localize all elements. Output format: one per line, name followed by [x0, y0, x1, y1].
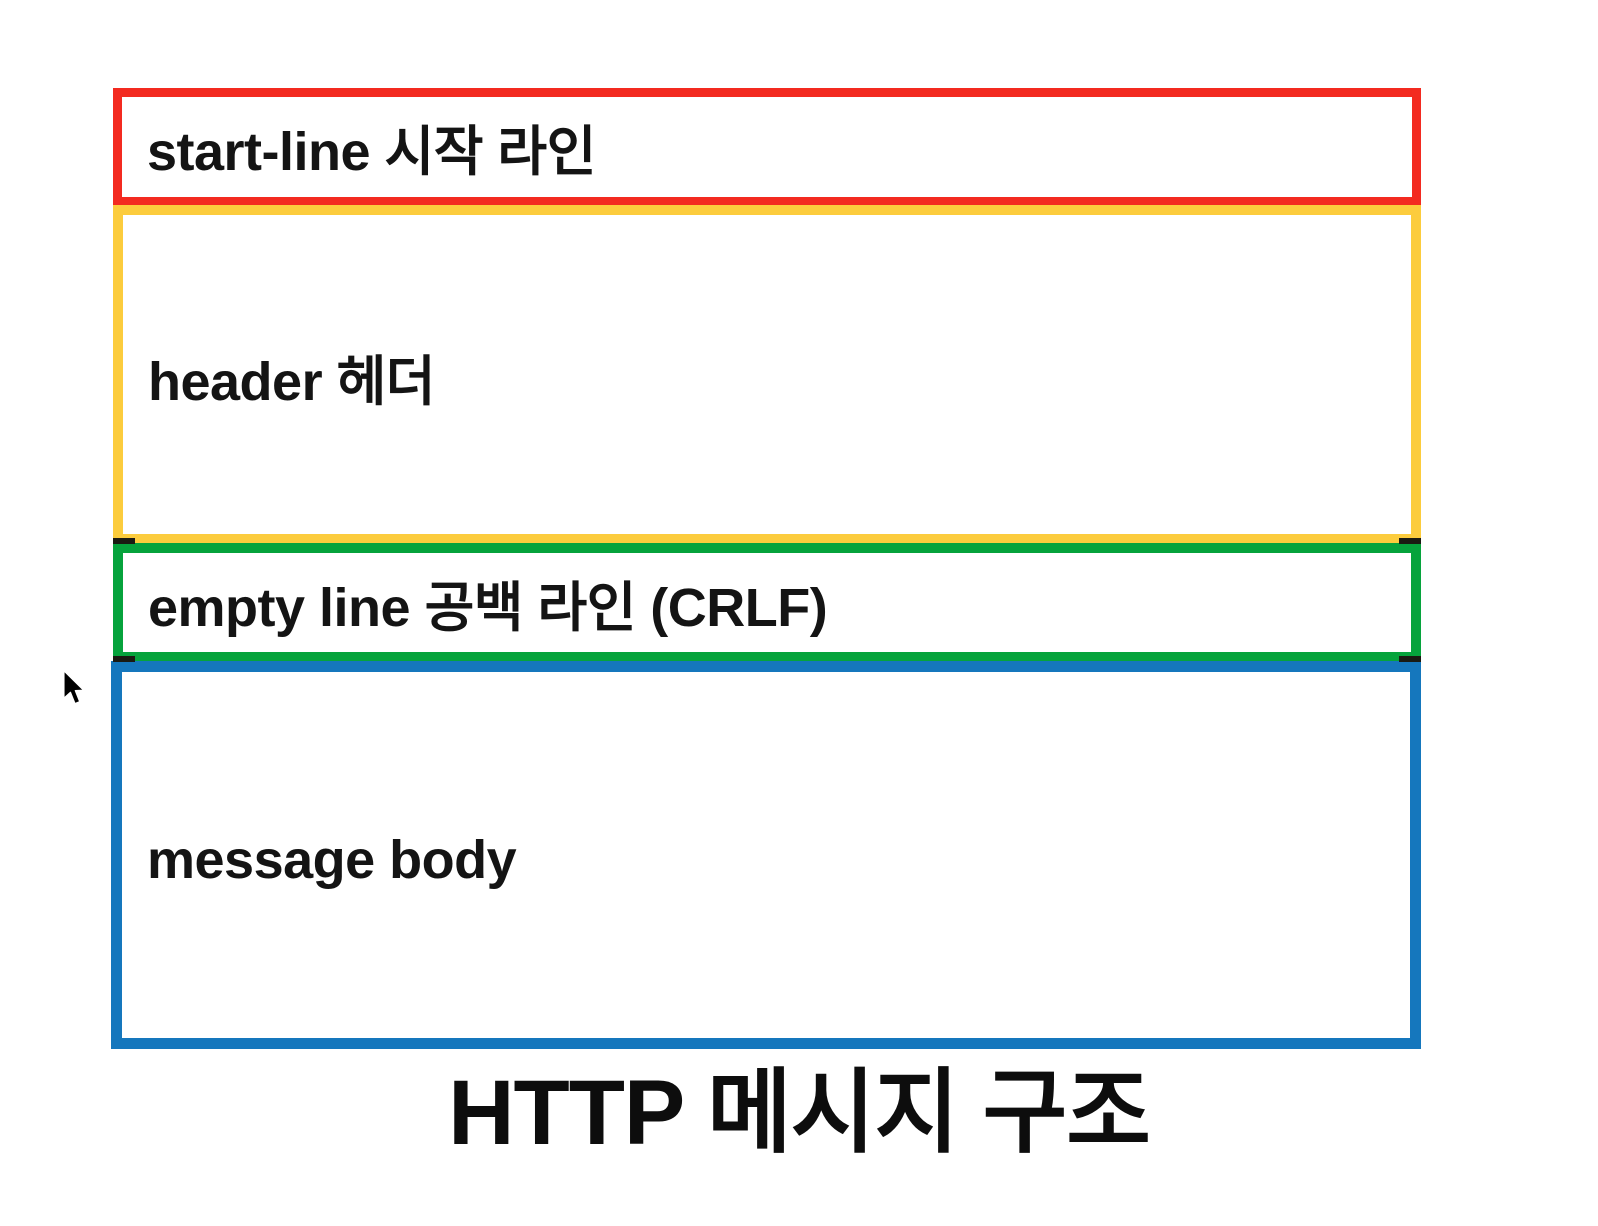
section-message-body: message body — [111, 661, 1421, 1049]
section-header-label: header 헤더 — [148, 352, 435, 412]
section-start-line-label: start-line 시작 라인 — [147, 121, 596, 182]
seam-tick-icon — [1399, 538, 1421, 544]
diagram-caption: HTTP 메시지 구조 — [448, 1062, 1151, 1164]
seam-tick-icon — [113, 656, 135, 662]
section-message-body-label: message body — [147, 829, 517, 890]
seam-tick-icon — [1399, 656, 1421, 662]
section-empty-line: empty line 공백 라인 (CRLF) — [113, 543, 1421, 662]
section-header: header 헤더 — [113, 205, 1421, 544]
seam-tick-icon — [113, 538, 135, 544]
section-empty-line-label: empty line 공백 라인 (CRLF) — [148, 577, 828, 638]
mouse-pointer-arrow-icon — [62, 670, 88, 708]
section-start-line: start-line 시작 라인 — [113, 88, 1421, 206]
